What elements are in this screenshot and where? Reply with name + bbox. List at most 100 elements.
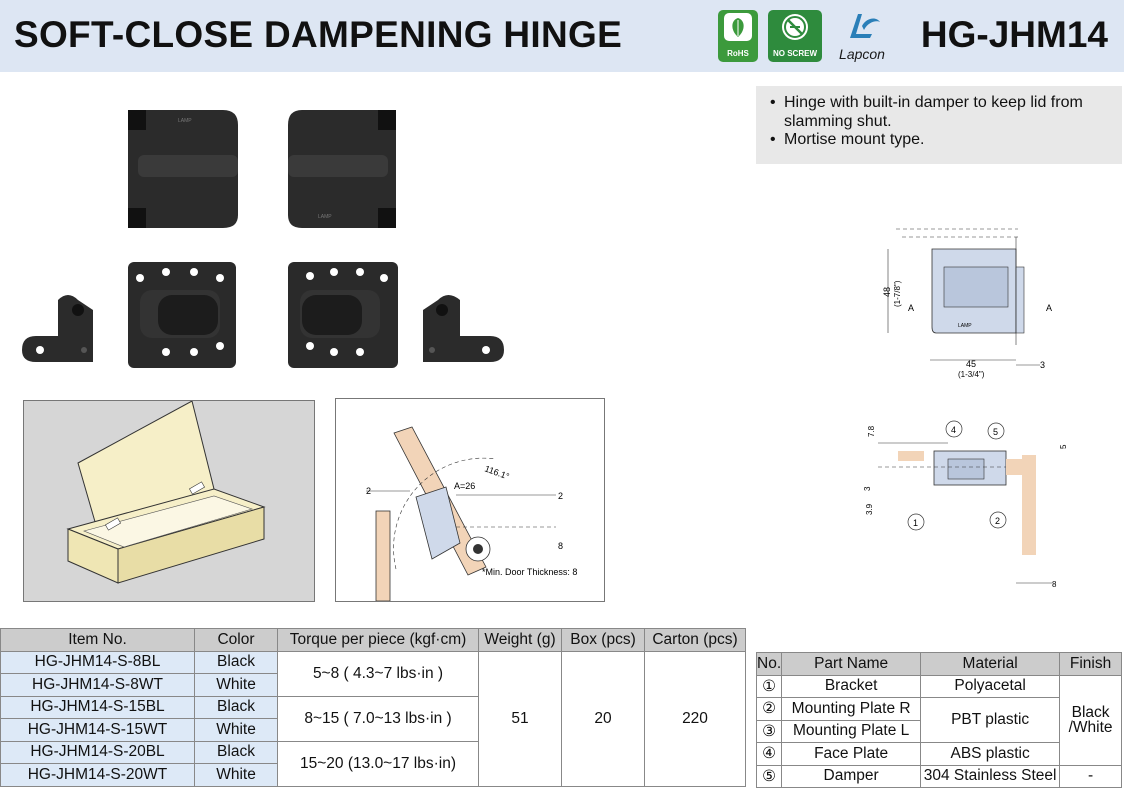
col-weight: Weight (g) [478, 628, 562, 652]
bracket-left [22, 295, 93, 362]
header-bar: SOFT-CLOSE DAMPENING HINGE RoHS NO SCREW… [0, 0, 1124, 72]
lapcon-icon [850, 14, 880, 38]
section-a-right: A [1046, 303, 1052, 313]
color-cell: White [194, 673, 278, 697]
item-cell: HG-JHM14-S-20WT [0, 763, 195, 787]
page-title: SOFT-CLOSE DAMPENING HINGE [14, 14, 623, 55]
color-cell: White [194, 718, 278, 742]
door-note: *Min. Door Thickness: 8 [482, 567, 577, 577]
part-name-cell: Mounting Plate L [781, 719, 922, 743]
dim-8: 8 [1052, 580, 1057, 589]
callout-4: 4 [951, 425, 956, 435]
no-screw-label: NO SCREW [773, 49, 817, 58]
color-cell: Black [194, 740, 278, 764]
col-color: Color [194, 628, 278, 652]
width-dim: 45 [966, 359, 976, 369]
col-torque: Torque per piece (kgf·cm) [277, 628, 479, 652]
lapcon-label: Lapcon [839, 46, 885, 62]
hinge-front-left: LAMP [128, 110, 238, 228]
features-box: Hinge with built-in damper to keep lid f… [756, 86, 1122, 164]
color-cell: Black [194, 695, 278, 719]
material-cell: Polyacetal [920, 674, 1061, 698]
dim-7-8: 7.8 [867, 425, 876, 437]
finish-cell: - [1059, 764, 1122, 788]
angle-label: 116.1° [483, 463, 511, 481]
dim-3: 3 [863, 486, 872, 491]
table-row: ⑤ Damper 304 Stainless Steel - [755, 764, 1122, 788]
height-dim: 48 [882, 287, 892, 297]
col-carton: Carton (pcs) [644, 628, 746, 652]
right-top-dim: 2 [558, 491, 563, 501]
table-row: ③ Mounting Plate L [755, 719, 1122, 743]
torque-cell: 5~8 ( 4.3~7 lbs·in ) [277, 650, 479, 697]
no-cell: ④ [755, 742, 783, 766]
material-cell: PBT plastic [920, 697, 1061, 743]
table-row: HG-JHM14-S-8BL Black 5~8 ( 4.3~7 lbs·in … [0, 650, 746, 787]
hinge-back-right [288, 262, 398, 368]
leaf-icon [724, 13, 752, 41]
table-row: HG-JHM14-S-15BL Black 8~15 ( 7.0~13 lbs·… [0, 695, 746, 742]
material-cell: ABS plastic [920, 742, 1061, 766]
item-cell: HG-JHM14-S-20BL [0, 740, 195, 764]
a-label: A=26 [454, 481, 475, 491]
col-no: No. [755, 652, 783, 676]
product-photos: LAMP LAMP [22, 110, 504, 368]
no-cell: ③ [755, 719, 783, 743]
hinge-back-left [128, 262, 236, 368]
lapcon-logo: Lapcon [832, 8, 892, 64]
box-drawing [66, 400, 266, 584]
callout-1: 1 [913, 518, 918, 528]
model-number: HG-JHM14 [920, 14, 1108, 55]
section-a-left: A [908, 303, 914, 313]
table-row: ② Mounting Plate R PBT plastic [755, 697, 1122, 743]
spec-table: Item No. Color Torque per piece (kgf·cm)… [0, 628, 746, 787]
color-cell: Black [194, 650, 278, 674]
table-row: HG-JHM14-S-8WT White [0, 673, 746, 697]
no-cell: ① [755, 674, 783, 698]
width-in-dim: (1-3/4") [958, 370, 985, 379]
callout-2: 2 [995, 516, 1000, 526]
item-cell: HG-JHM14-S-15WT [0, 718, 195, 742]
callout-5: 5 [993, 427, 998, 437]
weight-cell: 51 [478, 650, 562, 787]
lamp-stamp: LAMP [958, 323, 972, 329]
col-finish: Finish [1059, 652, 1122, 676]
left-dim: 2 [366, 486, 371, 496]
lamp-mark: LAMP [318, 214, 332, 220]
item-cell: HG-JHM14-S-8WT [0, 673, 195, 697]
carton-cell: 220 [644, 650, 746, 787]
col-part-name: Part Name [781, 652, 922, 676]
offset-dim: 3 [1040, 360, 1045, 370]
angle-drawing: 116.1° A=26 2 2 8 *Min. Door Thickness: … [335, 398, 605, 602]
no-screw-badge: NO SCREW [768, 10, 822, 62]
bracket-right [423, 295, 504, 362]
finish-cell: Black /White [1059, 674, 1122, 766]
table-row: ④ Face Plate ABS plastic [755, 742, 1122, 766]
rohs-label: RoHS [727, 49, 749, 58]
box-cell: 20 [561, 650, 645, 787]
item-cell: HG-JHM14-S-8BL [0, 650, 195, 674]
part-name-cell: Damper [781, 764, 922, 788]
table-row: HG-JHM14-S-20BL Black 15~20 (13.0~17 lbs… [0, 740, 746, 787]
table-row: HG-JHM14-S-20WT White [0, 763, 746, 787]
table-row: ① Bracket Polyacetal Black /White [755, 674, 1122, 766]
part-name-cell: Face Plate [781, 742, 922, 766]
item-cell: HG-JHM14-S-15BL [0, 695, 195, 719]
no-cell: ⑤ [755, 764, 783, 788]
angle-diagram: 116.1° A=26 2 2 8 *Min. Door Thickness: … [366, 426, 577, 602]
parts-table: No. Part Name Material Finish ① Bracket … [755, 652, 1122, 788]
lamp-mark: LAMP [178, 118, 192, 124]
right-bottom-dim: 8 [558, 541, 563, 551]
feature-item: Mortise mount type. [770, 131, 1122, 150]
dimension-drawing: 48 (1-7/8") 45 (1-3/4") 3 A A LAMP [882, 228, 1052, 379]
torque-cell: 8~15 ( 7.0~13 lbs·in ) [277, 695, 479, 742]
dim-5: 5 [1059, 444, 1068, 449]
col-box: Box (pcs) [561, 628, 645, 652]
part-name-cell: Bracket [781, 674, 922, 698]
col-item: Item No. [0, 628, 195, 652]
rohs-badge: RoHS [718, 10, 758, 62]
feature-item: Hinge with built-in damper to keep lid f… [770, 94, 1122, 131]
dim-3-9: 3.9 [865, 503, 874, 515]
no-cell: ② [755, 697, 783, 721]
height-in-dim: (1-7/8") [893, 280, 902, 307]
